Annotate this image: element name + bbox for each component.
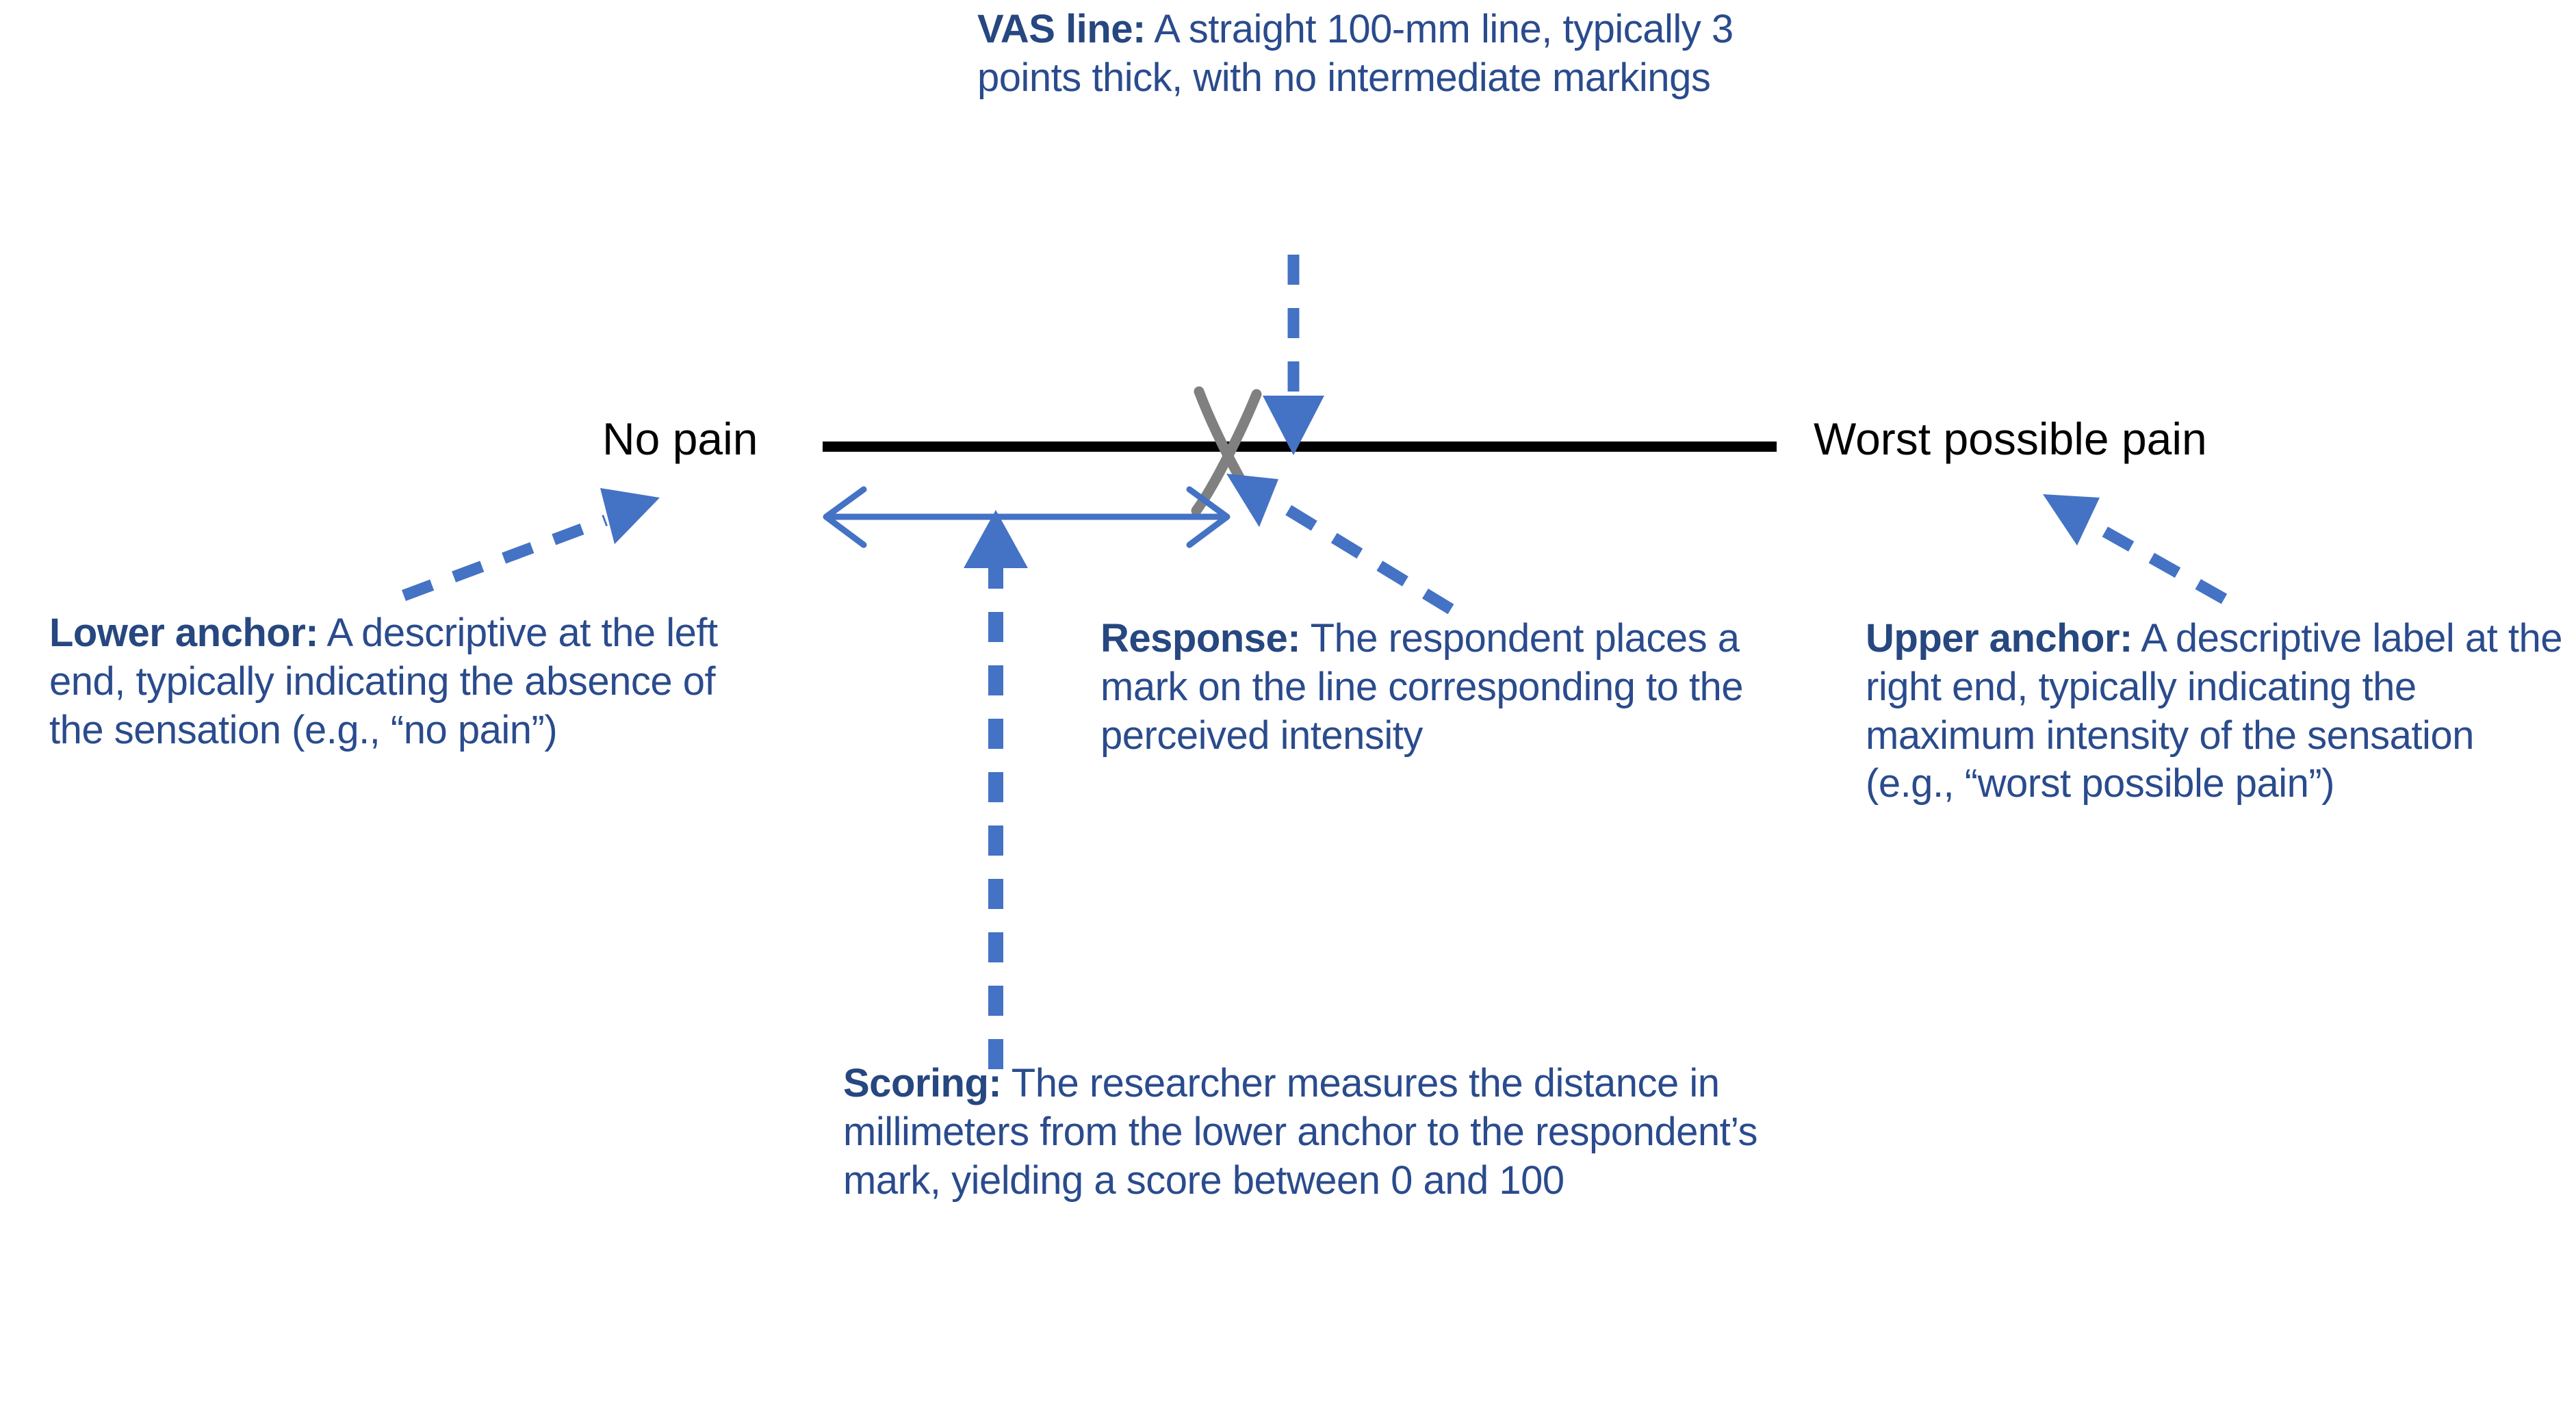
note-scoring: Scoring: The researcher measures the dis… <box>843 1060 1760 1205</box>
note-scoring-body: The researcher measures the distance in … <box>843 1061 1758 1203</box>
note-scoring-heading: Scoring: <box>843 1061 1002 1105</box>
note-response: Response: The respondent places a mark o… <box>1100 615 1785 760</box>
dashed-down-arrow-icon <box>1263 255 1324 455</box>
dashed-up-arrow-icon <box>964 510 1028 1069</box>
note-upper-anchor-heading: Upper anchor: <box>1866 616 2133 661</box>
note-vas-line-body: A straight 100-mm line, typically 3 poin… <box>977 7 1734 100</box>
note-response-body: The respondent places a mark on the line… <box>1100 616 1744 758</box>
note-lower-anchor: Lower anchor: A descriptive at the left … <box>49 609 775 754</box>
note-vas-line-heading: VAS line: <box>977 7 1146 51</box>
note-vas-line: VAS line: A straight 100-mm line, typica… <box>977 5 1819 103</box>
dashed-up-left-arrow-icon-response <box>1226 474 1454 615</box>
note-upper-anchor-body: A descriptive label at the right end, ty… <box>1866 616 2563 806</box>
dashed-up-left-arrow-icon-upper <box>2043 494 2228 604</box>
dashed-up-right-arrow-icon <box>402 488 660 601</box>
note-lower-anchor-heading: Lower anchor: <box>49 611 319 655</box>
lower-anchor-label: No pain <box>602 413 758 464</box>
note-upper-anchor: Upper anchor: A descriptive label at the… <box>1866 615 2571 808</box>
note-response-heading: Response: <box>1100 616 1301 661</box>
double-headed-measure-arrow-icon <box>823 486 1231 548</box>
note-lower-anchor-body: A descriptive at the left end, typically… <box>49 611 718 752</box>
vas-scale-line <box>823 441 1777 452</box>
upper-anchor-label: Worst possible pain <box>1814 413 2207 464</box>
